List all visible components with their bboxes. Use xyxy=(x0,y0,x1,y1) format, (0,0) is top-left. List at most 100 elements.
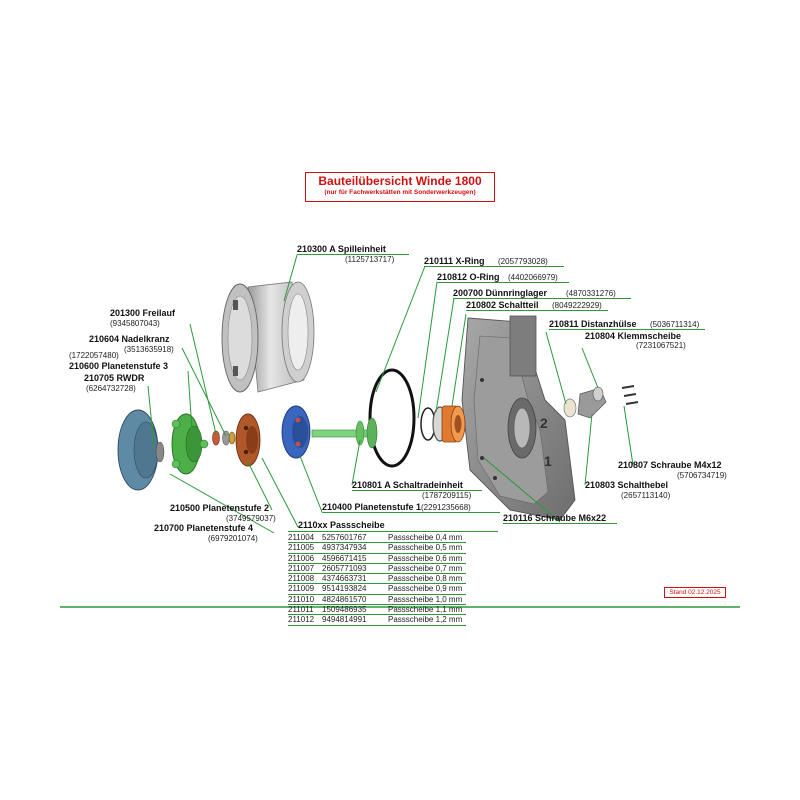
needle-and-freewheel-parts xyxy=(212,430,236,446)
label-210700: 210700 Planetenstufe 4 xyxy=(154,523,254,533)
diagram-subtitle: (nur für Fachwerkstätten mit Sonderwerkz… xyxy=(324,189,476,196)
underline-210111 xyxy=(424,266,564,267)
label-210400: 210400 Planetenstufe 1 xyxy=(322,502,422,512)
label-201300: 201300 Freilauf xyxy=(110,308,176,318)
shim-part-number: 211008 xyxy=(288,573,322,585)
num-210807: (5706734719) xyxy=(677,471,727,480)
housing-part xyxy=(461,315,576,521)
num-210811: (5036711314) xyxy=(650,320,700,329)
shim-description: Passscheibe 1,0 mm xyxy=(388,594,467,606)
shim-part-number: 211007 xyxy=(288,563,322,575)
shim-description: Passscheibe 0,6 mm xyxy=(388,553,467,564)
shim-part-number: 211009 xyxy=(288,583,322,595)
num-200700: (4870331276) xyxy=(566,289,616,298)
label-200700: 200700 Dünnringlager xyxy=(453,288,548,298)
shim-description: Passscheibe 0,4 mm xyxy=(388,533,467,544)
num-210111: (2057793028) xyxy=(498,257,548,266)
label-210604: 210604 Nadelkranz xyxy=(89,334,170,344)
shim-article-number: 4824861570 xyxy=(322,594,388,606)
shim-description: Passscheibe 0,8 mm xyxy=(388,573,467,585)
label-210705: 210705 RWDR xyxy=(84,373,145,383)
label-210804: 210804 Klemmscheibe xyxy=(585,331,682,341)
planet-stage-4-cover-part xyxy=(117,409,165,491)
housing-mark-1: 1 xyxy=(544,453,552,469)
x-ring-part xyxy=(368,368,416,468)
label-210111: 210111 X-Ring xyxy=(424,256,485,266)
label-210300: 210300 A Spilleinheit xyxy=(297,244,386,254)
shim-part-number: 211005 xyxy=(288,542,322,554)
date-stamp: Stand 02.12.2025 xyxy=(664,587,726,598)
underline-2110xx xyxy=(288,531,498,532)
shim-part-number: 211006 xyxy=(288,553,322,564)
drum-part xyxy=(221,281,315,393)
underline-210802 xyxy=(466,310,608,311)
shim-article-number: 9494814991 xyxy=(322,614,388,626)
num-210802: (8049222929) xyxy=(552,301,602,310)
shim-part-number: 211011 xyxy=(288,604,322,616)
shim-article-number: 9514193824 xyxy=(322,583,388,595)
right-small-parts xyxy=(563,385,639,419)
shim-article-number: 5257601767 xyxy=(322,533,388,544)
label-210500: 210500 Planetenstufe 2 xyxy=(170,503,270,513)
underline-200700 xyxy=(453,298,631,299)
shift-part xyxy=(441,405,466,443)
underline-210801 xyxy=(352,490,482,491)
label-210811: 210811 Distanzhülse xyxy=(549,319,637,329)
num-210801: (1787209115) xyxy=(422,491,472,500)
planet-stage-3-part xyxy=(171,413,209,475)
num-210400: (2291235668) xyxy=(421,503,471,512)
underline-210400 xyxy=(322,512,500,513)
label-210802: 210802 Schaltteil xyxy=(466,300,539,310)
shim-part-number: 211010 xyxy=(288,594,322,606)
underline-210116 xyxy=(503,523,617,524)
shim-part-number: 211012 xyxy=(288,614,322,626)
num-210500: (3749579037) xyxy=(226,514,276,523)
label-210116: 210116 Schraube M6x22 xyxy=(503,513,607,523)
shim-description: Passscheibe 0,9 mm xyxy=(388,583,467,595)
shim-article-number: 2605771093 xyxy=(322,563,388,575)
shift-wheel-shaft-part xyxy=(311,417,378,449)
housing-mark-2: 2 xyxy=(540,415,548,431)
num-210804: (7231067521) xyxy=(636,341,686,350)
shim-article-number: 4374663731 xyxy=(322,573,388,585)
planet-stage-1-part xyxy=(281,405,311,459)
num-210803: (2657113140) xyxy=(621,491,671,500)
underline-210300 xyxy=(297,254,409,255)
label-210807: 210807 Schraube M4x12 xyxy=(618,460,722,470)
underline-210811 xyxy=(549,329,705,330)
num-210600: (1722057480) xyxy=(69,351,119,360)
num-210300: (1125713717) xyxy=(345,255,395,264)
label-210600: 210600 Planetenstufe 3 xyxy=(69,361,169,371)
shim-article-number: 4596671415 xyxy=(322,553,388,564)
num-210604: (3513635918) xyxy=(124,345,174,354)
label-210812: 210812 O-Ring xyxy=(437,272,500,282)
shim-description: Passscheibe 0,5 mm xyxy=(388,542,467,554)
num-210700: (6979201074) xyxy=(208,534,258,543)
shim-description: Passscheibe 1,2 mm xyxy=(388,614,467,626)
num-210812: (4402066979) xyxy=(508,273,558,282)
num-201300: (9345807043) xyxy=(110,319,160,328)
shim-description: Passscheibe 1,1 mm xyxy=(388,604,467,616)
label-2110xx: 2110xx Passscheibe xyxy=(298,520,385,530)
diagram-title-box: Bauteilübersicht Winde 1800 (nur für Fac… xyxy=(305,172,495,202)
shim-description: Passscheibe 0,7 mm xyxy=(388,563,467,575)
label-210803: 210803 Schalthebel xyxy=(585,480,669,490)
underline-210812 xyxy=(437,282,569,283)
shim-article-number: 4937347934 xyxy=(322,542,388,554)
label-210801: 210801 A Schaltradeinheit xyxy=(352,480,463,490)
shim-article-number: 1509486935 xyxy=(322,604,388,616)
shim-part-number: 211004 xyxy=(288,533,322,544)
num-210705: (6264732728) xyxy=(86,384,136,393)
